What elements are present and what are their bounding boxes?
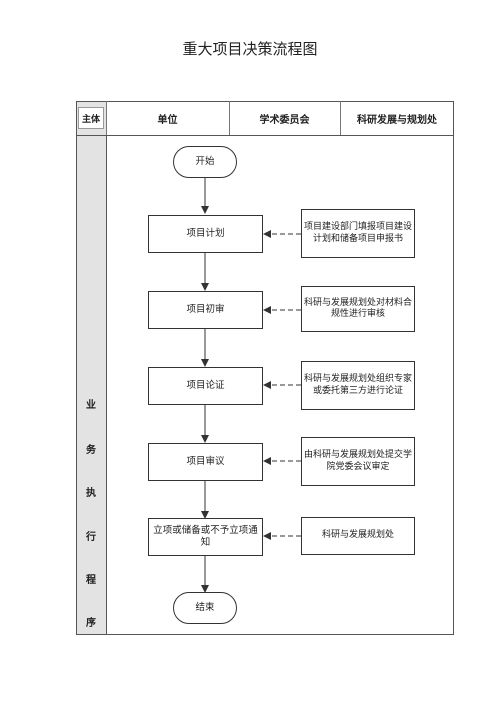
step-preliminary-review: 项目初审: [148, 291, 263, 329]
end-node: 结束: [173, 592, 237, 624]
column-header-unit: 单位: [157, 114, 178, 126]
note-plan-submission: 项目建设部门填报项目建设计划和储备项目申报书: [301, 209, 415, 258]
flowchart-frame: [76, 101, 454, 635]
step-deliberation: 项目审议: [148, 443, 263, 481]
column-divider: [106, 101, 107, 135]
swimlane-area: [106, 135, 454, 635]
side-label-char: 执: [86, 488, 96, 499]
column-divider: [229, 101, 230, 135]
step-demonstration: 项目论证: [148, 367, 263, 405]
note-planning-office: 科研与发展规划处: [301, 517, 415, 555]
note-party-committee-review: 由科研与发展规划处提交学院党委会议审定: [301, 437, 415, 486]
subject-header: 主体: [78, 107, 104, 129]
page-title: 重大项目决策流程图: [182, 40, 318, 58]
note-compliance-review: 科研与发展规划处对材料合规性进行审核: [301, 286, 415, 332]
side-label-char: 序: [86, 618, 96, 629]
header-divider: [76, 135, 454, 136]
side-label-char: 行: [86, 532, 96, 543]
column-divider: [340, 101, 341, 135]
column-header-academic-committee: 学术委员会: [259, 114, 310, 126]
column-header-planning-office: 科研发展与规划处: [357, 114, 437, 126]
side-label-char: 业: [86, 400, 96, 411]
start-node: 开始: [173, 146, 237, 178]
side-strip: [76, 102, 106, 634]
step-project-plan: 项目计划: [148, 215, 263, 253]
step-notification: 立项或储备或不予立项通知: [148, 518, 263, 556]
note-expert-demonstration: 科研与发展规划处组织专家或委托第三方进行论证: [301, 361, 415, 410]
side-label-char: 务: [86, 445, 96, 456]
side-label-char: 程: [86, 575, 96, 586]
